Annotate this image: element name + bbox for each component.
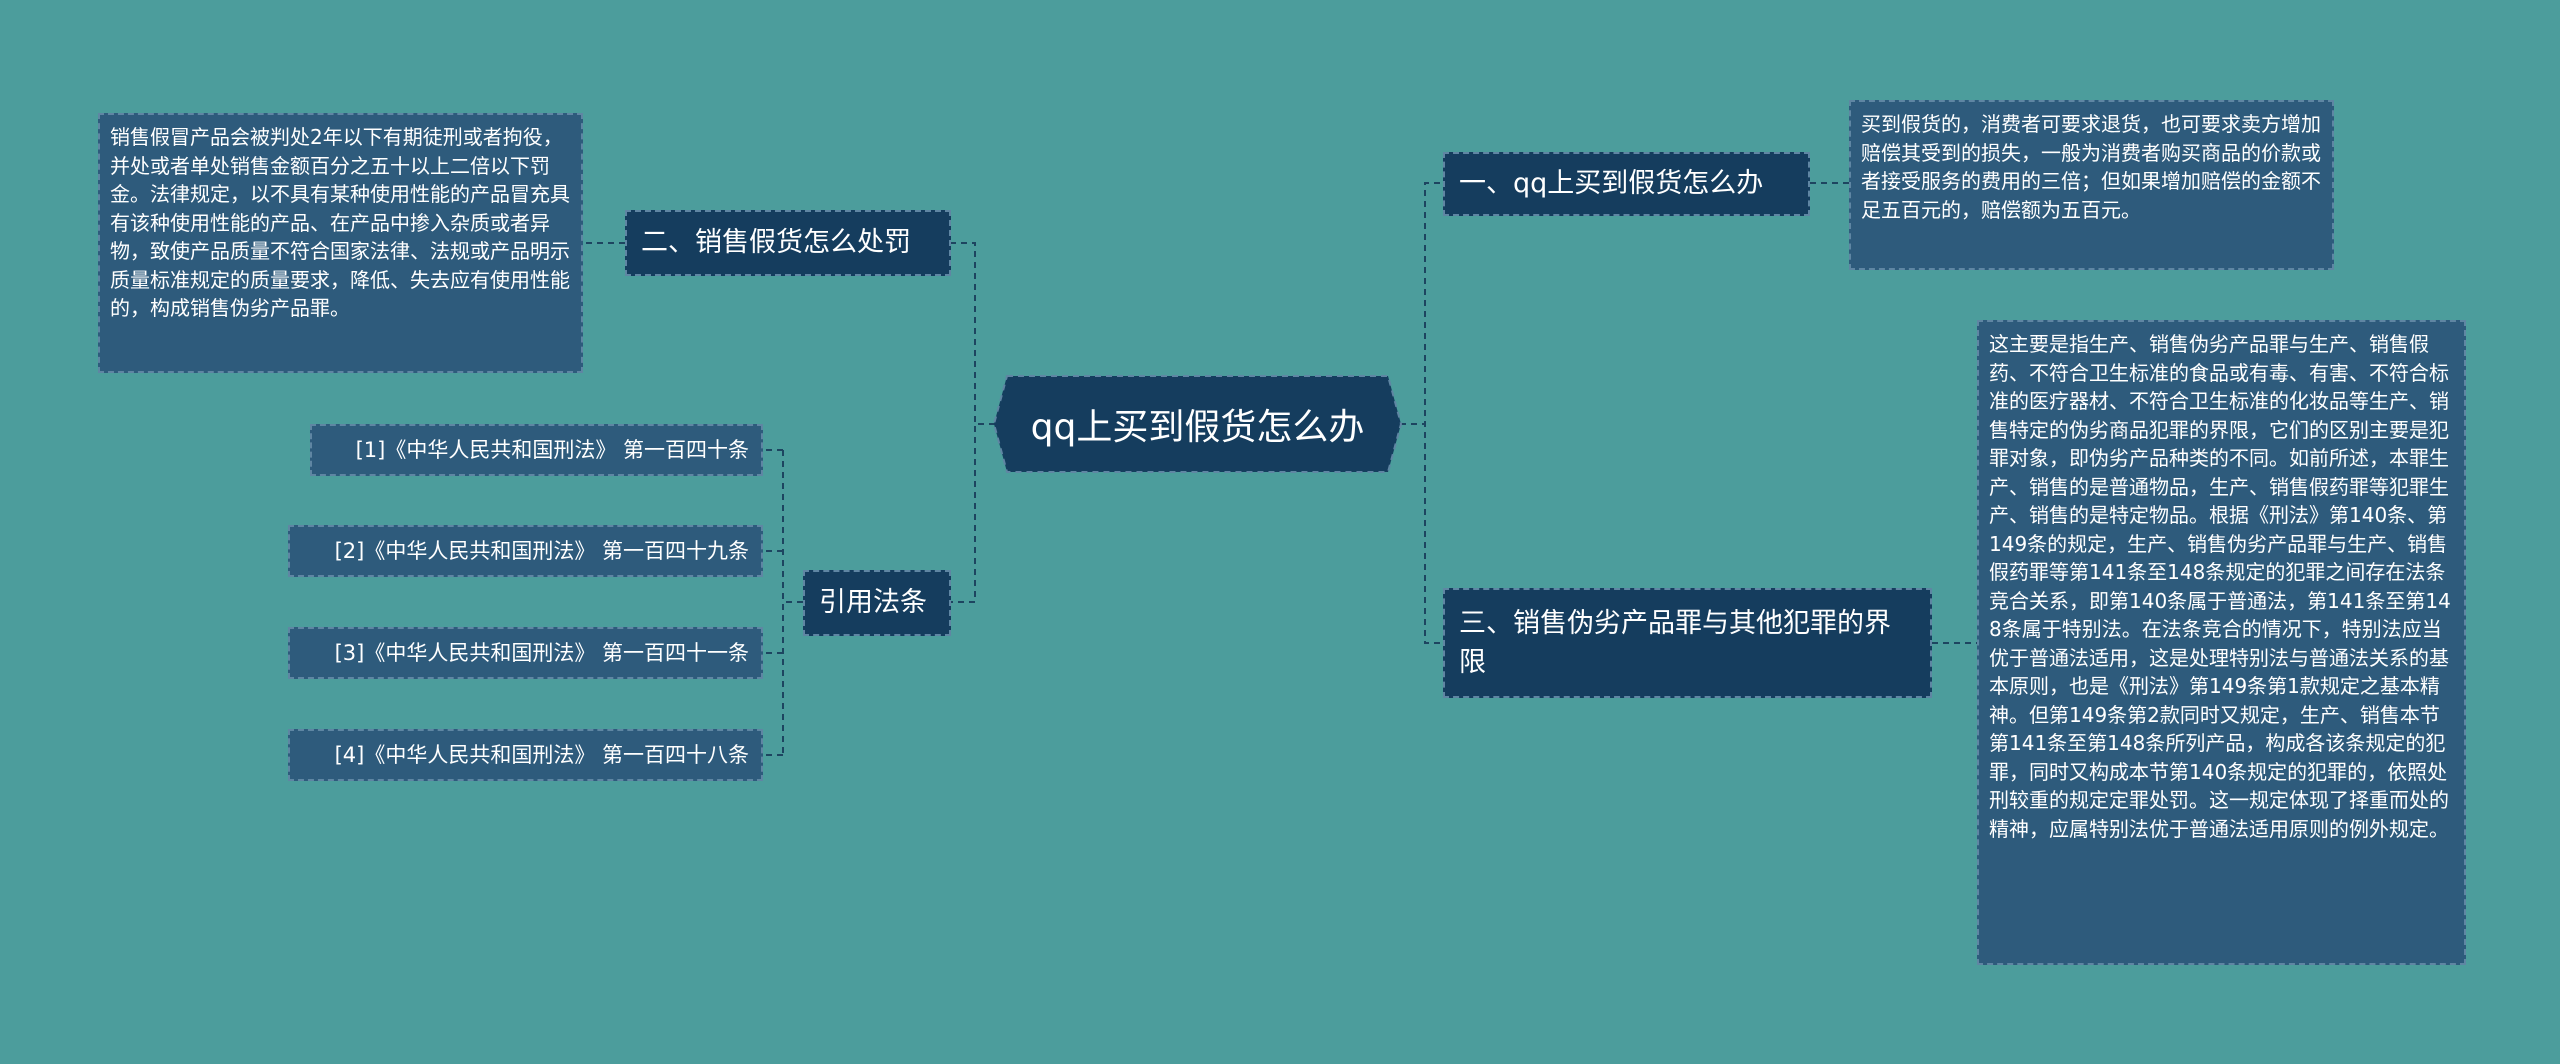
link-root-b1 (1400, 182, 1443, 425)
ref-node-3[interactable]: [3]《中华人民共和国刑法》 第一百四十一条 (288, 627, 763, 679)
root-shape (993, 375, 1402, 473)
link-root-b3 (1400, 423, 1443, 644)
detail-text-b1: 买到假货的，消费者可要求退货，也可要求卖方增加赔偿其受到的损失，一般为消费者购买… (1861, 112, 2321, 222)
link-root-b2 (951, 242, 995, 425)
branch-label-b2: 二、销售假货怎么处罚 (641, 227, 911, 258)
branch-label-b1: 一、qq上买到假货怎么办 (1459, 168, 1764, 199)
branch-node-b4[interactable]: 引用法条 (803, 570, 951, 636)
root-label: qq上买到假货怎么办 (1030, 407, 1365, 448)
detail-node-b2: 销售假冒产品会被判处2年以下有期徒刑或者拘役，并处或者单处销售金额百分之五十以上… (98, 113, 583, 373)
ref-node-4[interactable]: [4]《中华人民共和国刑法》 第一百四十八条 (288, 729, 763, 781)
branch-node-b2[interactable]: 二、销售假货怎么处罚 (625, 210, 951, 276)
ref-text-2: [2]《中华人民共和国刑法》 第一百四十九条 (334, 539, 749, 563)
ref-text-1: [1]《中华人民共和国刑法》 第一百四十条 (355, 438, 749, 462)
detail-text-b2: 销售假冒产品会被判处2年以下有期徒刑或者拘役，并处或者单处销售金额百分之五十以上… (110, 125, 570, 320)
ref-text-4: [4]《中华人民共和国刑法》 第一百四十八条 (334, 743, 749, 767)
detail-node-b3: 这主要是指生产、销售伪劣产品罪与生产、销售假药、不符合卫生标准的食品或有毒、有害… (1977, 320, 2466, 965)
link-root-b4 (951, 423, 995, 603)
branch-label-b3: 三、销售伪劣产品罪与其他犯罪的界限 (1459, 608, 1891, 678)
ref-text-3: [3]《中华人民共和国刑法》 第一百四十一条 (334, 641, 749, 665)
branch-label-b4: 引用法条 (819, 587, 927, 618)
detail-text-b3: 这主要是指生产、销售伪劣产品罪与生产、销售假药、不符合卫生标准的食品或有毒、有害… (1989, 332, 2451, 841)
branch-node-b1[interactable]: 一、qq上买到假货怎么办 (1443, 152, 1810, 216)
ref-node-1[interactable]: [1]《中华人民共和国刑法》 第一百四十条 (310, 424, 763, 476)
root-node[interactable]: qq上买到假货怎么办 (993, 375, 1402, 473)
branch-node-b3[interactable]: 三、销售伪劣产品罪与其他犯罪的界限 (1443, 588, 1932, 698)
detail-node-b1: 买到假货的，消费者可要求退货，也可要求卖方增加赔偿其受到的损失，一般为消费者购买… (1849, 100, 2334, 270)
ref-node-2[interactable]: [2]《中华人民共和国刑法》 第一百四十九条 (288, 525, 763, 577)
